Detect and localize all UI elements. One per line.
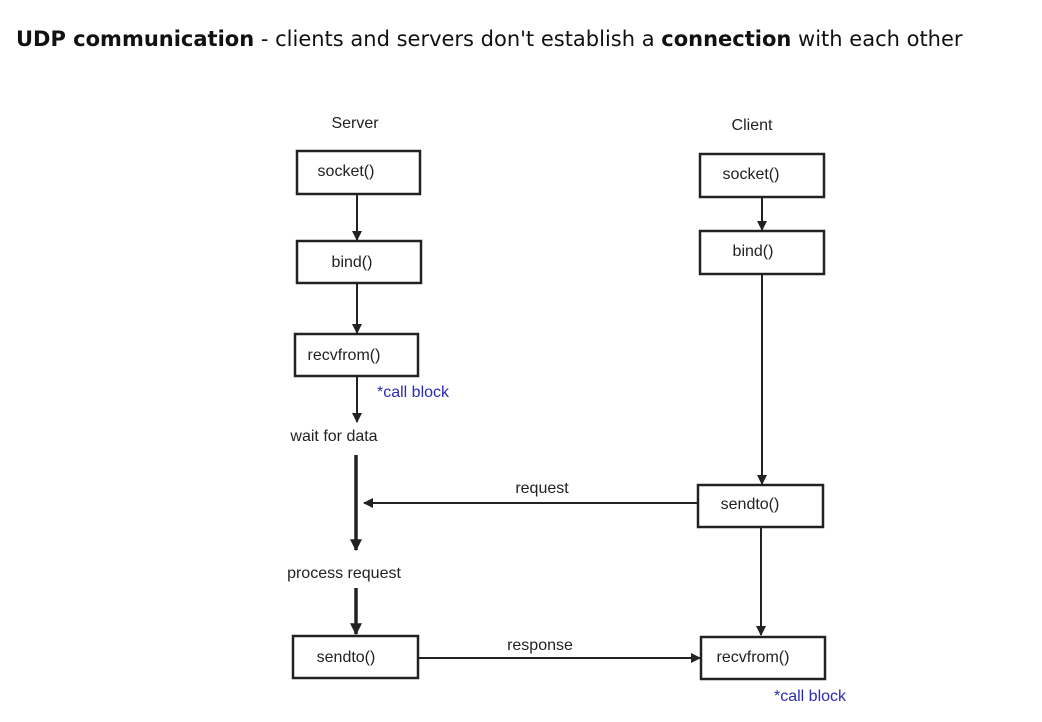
client-recvfrom-label: recvfrom() (717, 649, 790, 666)
process-request-label: process request (287, 565, 401, 582)
client-sendto-box: sendto() (696, 483, 825, 529)
heading-text-2: with each other (791, 27, 963, 51)
client-bind-label: bind() (733, 243, 774, 260)
request-label: request (515, 480, 569, 497)
client-bind-box: bind() (698, 229, 826, 276)
server-bind-label: bind() (332, 254, 373, 271)
server-sendto-box: sendto() (291, 634, 420, 680)
client-call-block-note: *call block (774, 688, 847, 705)
server-socket-label: socket() (318, 163, 375, 180)
server-socket-box: socket() (295, 149, 422, 196)
response-label: response (507, 637, 573, 654)
server-bind-box: bind() (295, 239, 423, 285)
server-title: Server (331, 115, 379, 132)
server-sendto-label: sendto() (317, 649, 376, 666)
server-recvfrom-box: recvfrom() (293, 332, 420, 378)
heading-connection: connection (661, 27, 792, 51)
heading-text-1: - clients and servers don't establish a (254, 27, 662, 51)
heading-udp-communication: UDP communication (16, 27, 255, 51)
server-call-block-note: *call block (377, 384, 450, 401)
server-recvfrom-label: recvfrom() (308, 347, 381, 364)
client-sendto-label: sendto() (721, 496, 780, 513)
client-recvfrom-box: recvfrom() (699, 635, 827, 681)
client-socket-box: socket() (698, 152, 826, 199)
page-heading: UDP communication - clients and servers … (16, 26, 963, 52)
wait-for-data-label: wait for data (289, 428, 377, 445)
client-socket-label: socket() (723, 166, 780, 183)
client-title: Client (732, 117, 773, 134)
